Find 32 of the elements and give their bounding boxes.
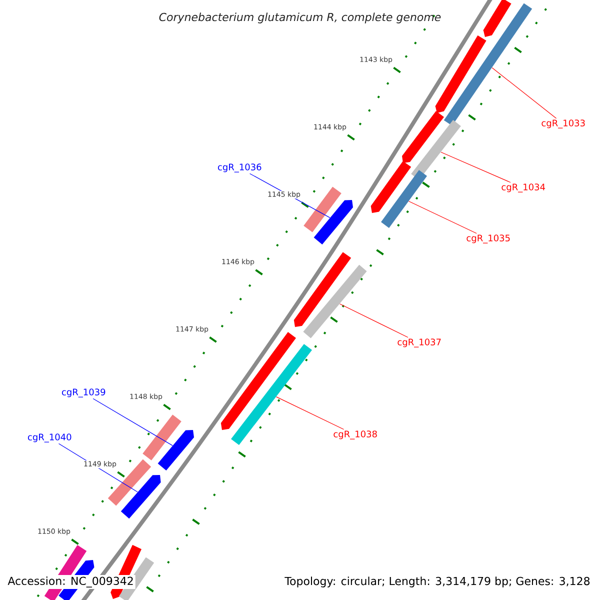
gene-label: cgR_1039 [62,388,106,398]
gene-label: cgR_1037 [398,338,441,348]
leader-line [92,398,173,446]
gene-label: cgR_1040 [28,434,72,442]
gene-bar [435,35,486,113]
gene-bar [158,430,194,470]
gene-label: cgR_1033 [542,120,585,128]
gene-bar [370,161,412,213]
gene-label: cgR_1038 [334,430,377,440]
accession-text: Accession: NC_009342 [6,575,136,589]
leader-line [440,152,511,183]
gene-bar [483,0,512,37]
gene-bar [304,186,342,232]
gene-bar [220,332,296,430]
gene-bar [444,3,532,126]
leader-line [492,67,557,119]
gene-label: cgR_1036 [218,164,262,172]
gene-bar [231,344,312,445]
gene-bar [294,252,352,327]
gene-bar [381,170,427,228]
gene-bar [314,200,353,244]
leader-line [408,200,477,234]
gene-label: cgR_1035 [466,234,510,244]
leader-line [340,304,408,338]
gene-bar [120,475,161,519]
gene-bar [142,414,182,460]
topology-text: Topology: circular; Length: 3,314,179 bp; Genes: 3,128 [283,575,592,589]
gene-bar [303,264,367,338]
title: Corynebacterium glutamicum R, complete genome [159,12,441,24]
leader-line [276,396,344,430]
gene-bar [402,111,444,163]
gene-label: cgR_1034 [502,184,546,192]
